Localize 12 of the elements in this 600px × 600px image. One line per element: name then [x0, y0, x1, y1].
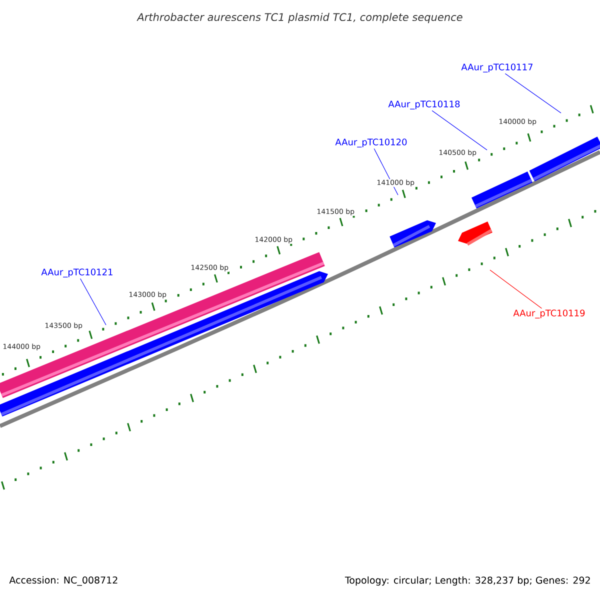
- title: Arthrobacter aurescens TC1 plasmid TC1, complete sequence: [136, 12, 462, 24]
- leader-line: [504, 73, 562, 114]
- gene-label: AAur_pTC10118: [388, 100, 460, 110]
- leader-line: [432, 110, 488, 150]
- leader-line: [490, 270, 542, 309]
- gene-label: AAur_pTC10121: [41, 268, 112, 278]
- gene-label: AAur_pTC10119: [513, 310, 585, 318]
- summary-text: Topology: circular; Length: 328,237 bp; Genes: 292: [344, 576, 590, 586]
- accession-text: Accession: NC_008712: [9, 576, 118, 586]
- leader-line: [80, 278, 106, 326]
- gene-label: AAur_pTC10120: [335, 138, 407, 148]
- gene-label: AAur_pTC10117: [461, 64, 532, 72]
